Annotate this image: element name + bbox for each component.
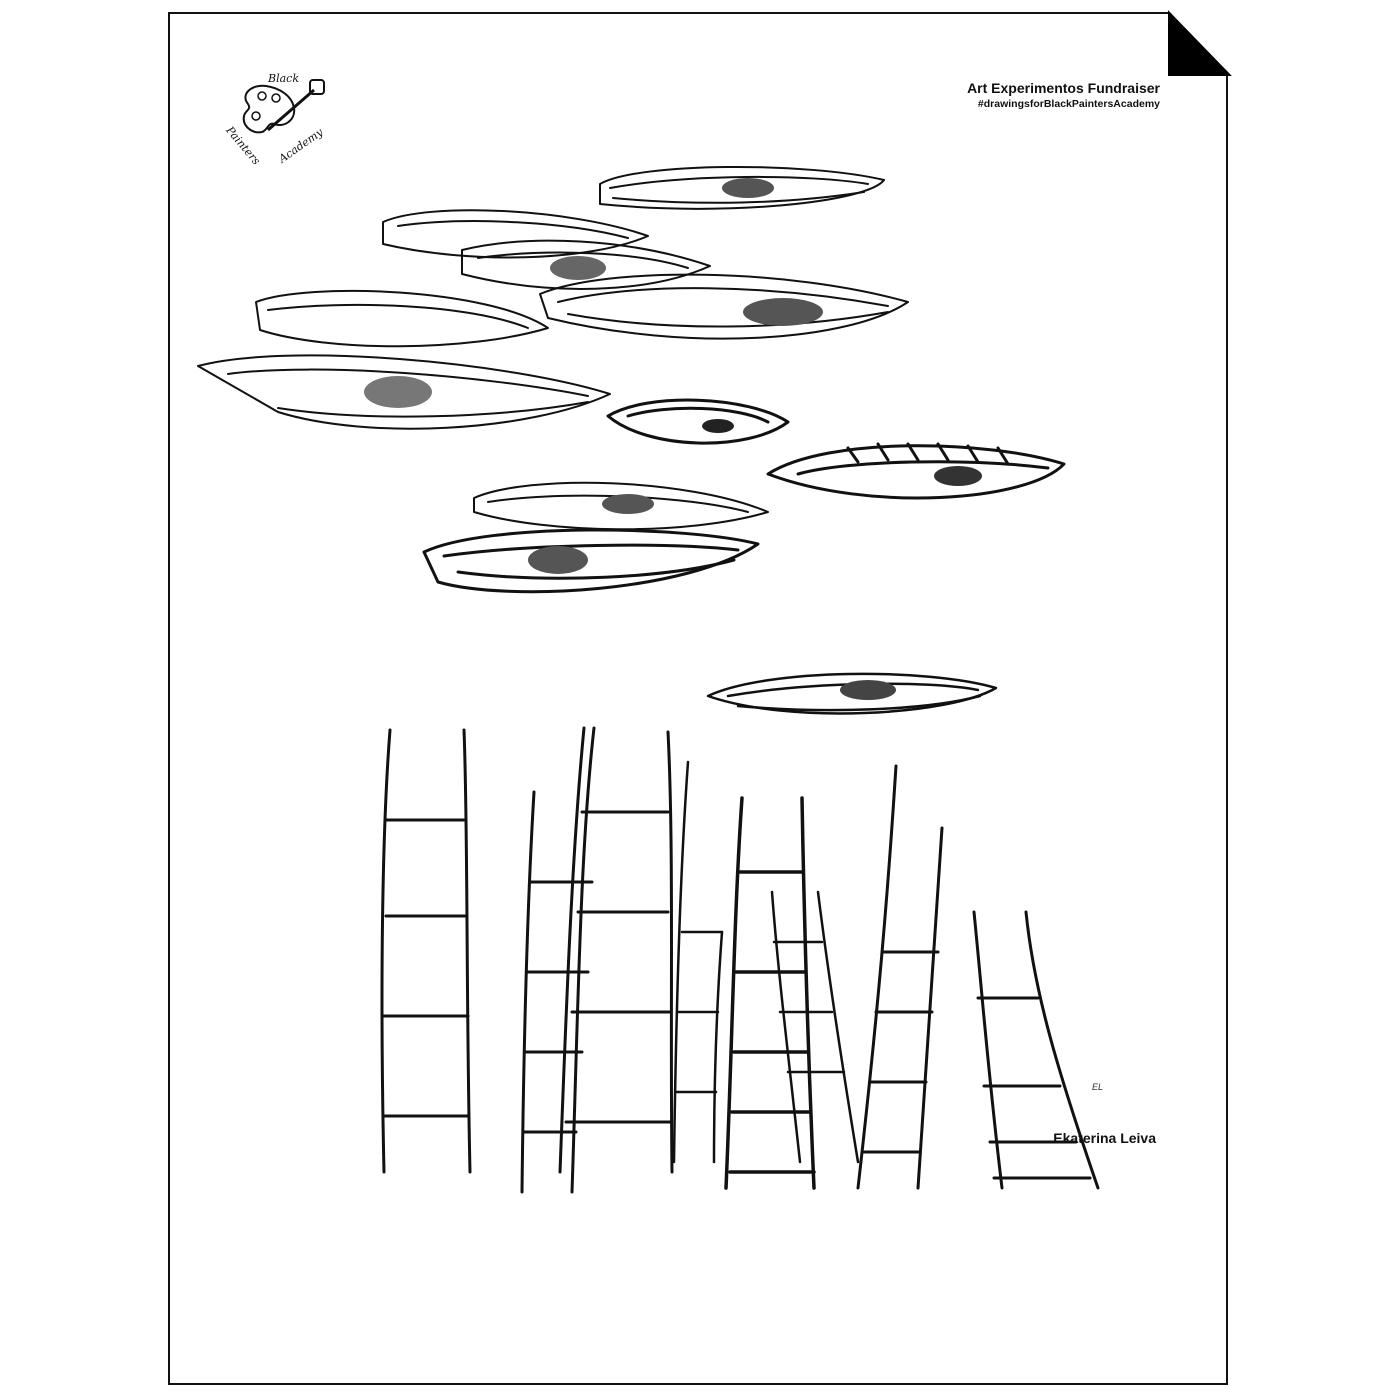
ladder [724,796,816,1190]
eye-iris [550,256,606,280]
eyes-and-ladders-drawing [197,166,1100,1194]
ladder [972,910,1100,1190]
eye-iris [934,466,982,486]
eye-cloud [382,209,649,259]
eye-iris [364,376,432,408]
eye-cloud [197,354,611,430]
eye-cloud [255,289,549,348]
ladder [672,760,724,1164]
ladder [520,726,596,1194]
eye-cloud [606,398,790,445]
artist-initials: EL [1092,1082,1104,1092]
ladder [558,726,674,1174]
fundraiser-title: Art Experimentos Fundraiser [967,80,1160,96]
eye-iris [602,494,654,514]
svg-text:Black: Black [267,72,299,85]
eye-iris [743,298,823,326]
folded-corner-icon [1168,10,1232,76]
ladder [770,890,860,1164]
eye-cloud [422,528,760,594]
eye-iris [722,178,774,198]
fundraiser-hashtag: #drawingsforBlackPaintersAcademy [977,98,1160,110]
eye-cloud [599,166,885,210]
ladder [856,764,944,1190]
black-painters-academy-logo: Black Painters Academy [223,72,326,164]
artist-name: Ekaterina Leiva [1053,1130,1156,1146]
eye-iris [528,546,588,574]
eye-cloud [539,273,909,340]
eye-iris [840,680,896,700]
eye-cloud [461,239,711,290]
eye-iris [702,419,734,433]
poster-sheet [168,12,1228,1385]
ladder [380,728,472,1174]
eye-cloud [766,442,1066,500]
